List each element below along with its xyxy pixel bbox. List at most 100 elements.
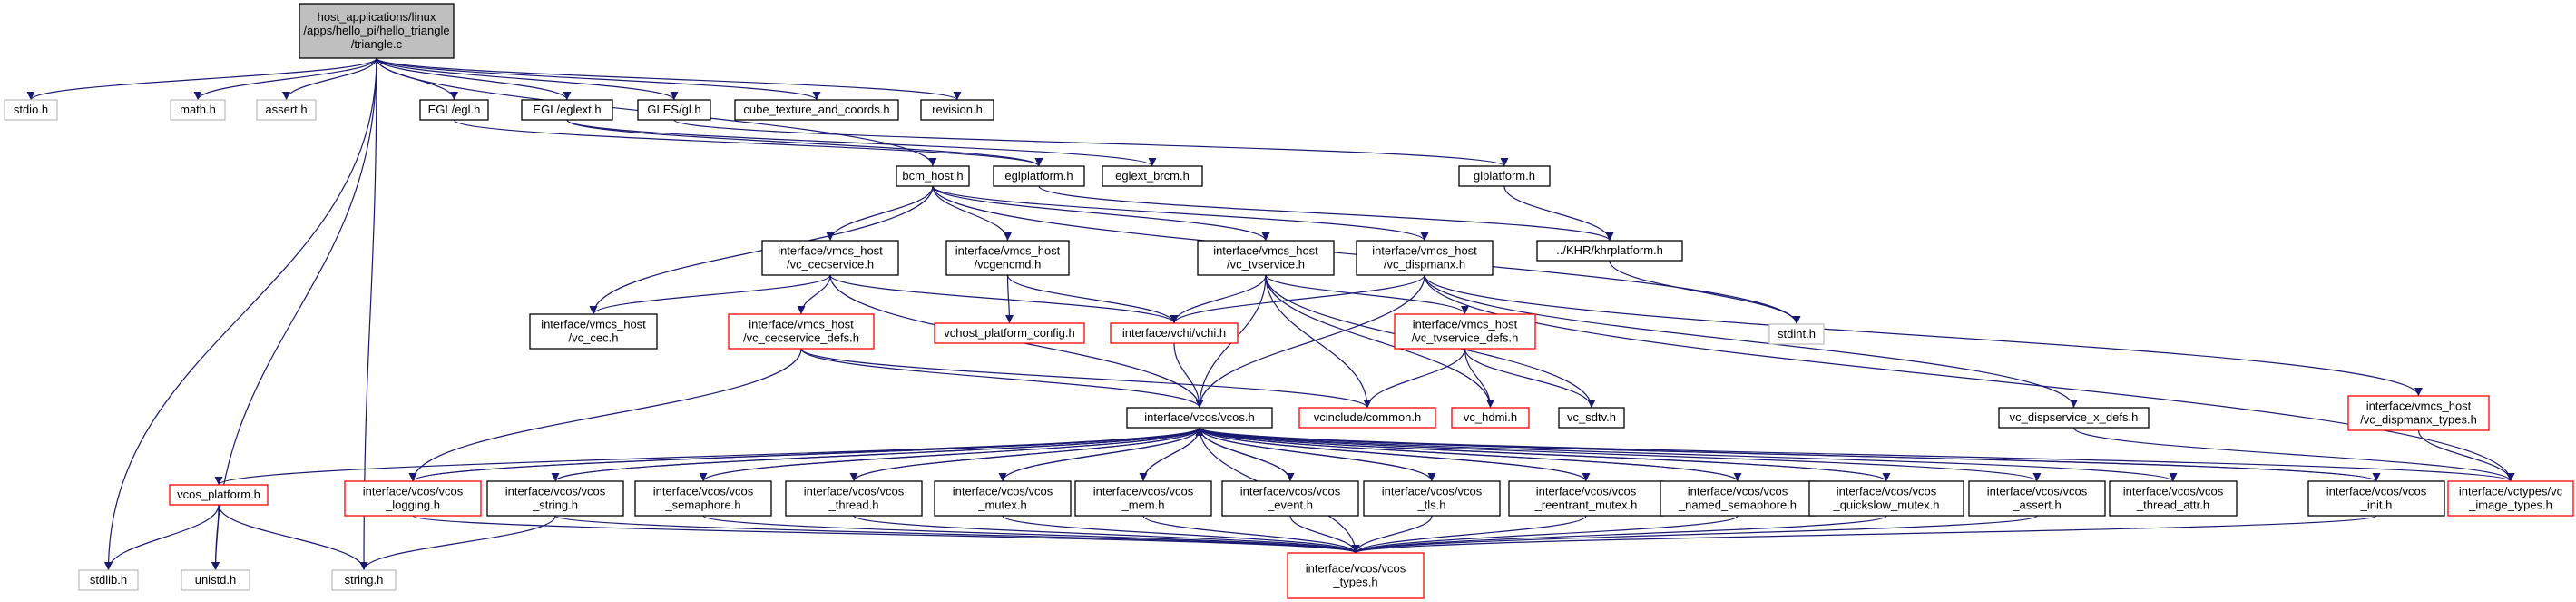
node-assert: assert.h xyxy=(256,99,317,121)
edge-vcos-to-vassert xyxy=(1199,427,2042,482)
node-box-qsmutex xyxy=(1808,480,1964,517)
node-label-eglplatform-line-0: eglplatform.h xyxy=(1004,169,1073,183)
node-init[interactable]: interface/vcos/vcos_init.h xyxy=(2307,480,2445,517)
node-label-thread-line-1: _thread.h xyxy=(828,498,879,512)
node-khr[interactable]: ../KHR/khrplatform.h xyxy=(1536,240,1683,262)
node-label-assert-line-0: assert.h xyxy=(265,103,307,116)
edge-tvservice-to-hdmi xyxy=(1265,274,1494,409)
node-stdio: stdio.h xyxy=(4,99,58,121)
node-label-bcm-line-0: bcm_host.h xyxy=(902,169,963,183)
node-tvdefs[interactable]: interface/vmcs_host/vc_tvservice_defs.h xyxy=(1394,313,1536,350)
node-box-tvdefs xyxy=(1394,313,1536,350)
node-vcgencmd[interactable]: interface/vmcs_host/vcgencmd.h xyxy=(945,240,1070,276)
node-mem[interactable]: interface/vcos/vcos_mem.h xyxy=(1074,480,1212,517)
edge-bcm-to-dispmanx xyxy=(932,185,1429,242)
node-label-imagetypes-line-0: interface/vctypes/vc xyxy=(2459,485,2563,498)
node-label-vcgencmd-line-1: /vcgencmd.h xyxy=(975,258,1042,271)
node-vchi[interactable]: interface/vchi/vchi.h xyxy=(1110,322,1239,344)
node-box-revision xyxy=(920,99,994,121)
node-label-khr-line-0: ../KHR/khrplatform.h xyxy=(1556,243,1663,257)
node-box-khr xyxy=(1536,240,1683,262)
edge-tvservice-to-common xyxy=(1265,274,1372,409)
edge-egl-to-eglplatform xyxy=(453,119,1043,167)
edge-vcosplatform-to-unistd xyxy=(211,504,220,571)
node-box-semaphore xyxy=(634,480,772,517)
node-cube[interactable]: cube_texture_and_coords.h xyxy=(734,99,899,121)
node-bcm[interactable]: bcm_host.h xyxy=(896,165,970,187)
node-label-vstring-line-0: interface/vcos/vcos xyxy=(505,485,606,498)
node-types[interactable]: interface/vcos/vcos_types.h xyxy=(1287,552,1425,599)
node-label-init-line-1: _init.h xyxy=(2360,498,2393,512)
node-label-root-line-2: /triangle.c xyxy=(351,37,403,51)
node-namedsem[interactable]: interface/vcos/vcos_named_semaphore.h xyxy=(1660,480,1816,517)
edge-bcm-to-vcgencmd xyxy=(932,185,1012,242)
node-box-tls xyxy=(1363,480,1501,517)
edge-semaphore-to-vcos xyxy=(702,427,1204,482)
edge-dispmanx-to-dispxdefs xyxy=(1424,274,2078,409)
node-vassert[interactable]: interface/vcos/vcos_assert.h xyxy=(1968,480,2106,517)
edge-tvdefs-to-sdtv xyxy=(1464,348,1596,409)
node-box-thread xyxy=(785,480,923,517)
node-box-vchi xyxy=(1110,322,1239,344)
node-root[interactable]: host_applications/linux/apps/hello_pi/he… xyxy=(299,3,455,59)
node-label-dispmanx-line-1: /vc_dispmanx.h xyxy=(1384,258,1465,271)
node-event[interactable]: interface/vcos/vcos_event.h xyxy=(1221,480,1359,517)
node-qsmutex[interactable]: interface/vcos/vcos_quickslow_mutex.h xyxy=(1808,480,1964,517)
node-common[interactable]: vcinclude/common.h xyxy=(1298,407,1436,429)
edge-tvservice-to-tvdefs xyxy=(1265,274,1469,315)
node-cecservice[interactable]: interface/vmcs_host/vc_cecservice.h xyxy=(761,240,899,276)
node-label-vassert-line-0: interface/vcos/vcos xyxy=(1987,485,2088,498)
node-cecdefs[interactable]: interface/vmcs_host/vc_cecservice_defs.h xyxy=(728,313,875,350)
edge-namedsem-to-vcos xyxy=(1195,427,1739,482)
edge-cecdefs-to-common xyxy=(800,348,1372,409)
node-mutex[interactable]: interface/vcos/vcos_mutex.h xyxy=(934,480,1072,517)
node-revision[interactable]: revision.h xyxy=(920,99,994,121)
node-dispmanx[interactable]: interface/vmcs_host/vc_dispmanx.h xyxy=(1356,240,1494,276)
edge-root-to-eglext xyxy=(376,57,572,101)
node-vccec[interactable]: interface/vmcs_host/vc_cec.h xyxy=(529,313,658,350)
node-sdtv[interactable]: vc_sdtv.h xyxy=(1558,407,1625,429)
node-box-init xyxy=(2307,480,2445,517)
node-label-eglext-line-0: EGL/eglext.h xyxy=(533,103,601,116)
node-eglextbrcm[interactable]: eglext_brcm.h xyxy=(1102,165,1203,187)
node-label-logging-line-1: _logging.h xyxy=(385,498,440,512)
edge-root-to-assert xyxy=(282,57,377,101)
node-eglplatform[interactable]: eglplatform.h xyxy=(993,165,1085,187)
edge-cecservice-to-vchi xyxy=(829,274,1179,324)
node-egl[interactable]: EGL/egl.h xyxy=(419,99,489,121)
node-glplatform[interactable]: glplatform.h xyxy=(1458,165,1551,187)
node-dispxdefs[interactable]: vc_dispservice_x_defs.h xyxy=(1998,407,2150,429)
node-rmutex[interactable]: interface/vcos/vcos_reentrant_mutex.h xyxy=(1508,480,1664,517)
edge-vstring-to-string xyxy=(359,515,556,571)
edge-glesgl-to-glplatform xyxy=(673,119,1509,167)
node-hdmi[interactable]: vc_hdmi.h xyxy=(1451,407,1530,429)
node-threadattr[interactable]: interface/vcos/vcos_thread_attr.h xyxy=(2109,480,2238,517)
node-logging[interactable]: interface/vcos/vcos_logging.h xyxy=(344,480,482,517)
node-tvservice[interactable]: interface/vmcs_host/vc_tvservice.h xyxy=(1197,240,1335,276)
node-box-vchostcfg xyxy=(934,322,1085,344)
node-label-dispmanxtypes-line-1: /vc_dispmanx_types.h xyxy=(2360,413,2477,427)
node-tls[interactable]: interface/vcos/vcos_tls.h xyxy=(1363,480,1501,517)
node-vcosplatform[interactable]: vcos_platform.h xyxy=(169,484,269,506)
node-box-sdtv xyxy=(1558,407,1625,429)
node-label-vchostcfg-line-0: vchost_platform_config.h xyxy=(944,326,1075,340)
node-label-event-line-0: interface/vcos/vcos xyxy=(1240,485,1341,498)
node-vstring[interactable]: interface/vcos/vcos_string.h xyxy=(486,480,624,517)
edge-mutex-to-types xyxy=(1002,515,1360,554)
node-label-cecservice-line-1: /vc_cecservice.h xyxy=(787,258,874,271)
node-eglext[interactable]: EGL/eglext.h xyxy=(521,99,613,121)
node-vcos[interactable]: interface/vcos/vcos.h xyxy=(1126,407,1273,429)
node-box-common xyxy=(1298,407,1436,429)
node-box-root xyxy=(299,3,455,59)
node-dispmanxtypes[interactable]: interface/vmcs_host/vc_dispmanx_types.h xyxy=(2347,395,2490,431)
node-label-cube-line-0: cube_texture_and_coords.h xyxy=(743,103,889,116)
node-semaphore[interactable]: interface/vcos/vcos_semaphore.h xyxy=(634,480,772,517)
edge-tvservice-to-vchi xyxy=(1170,274,1267,324)
node-vchostcfg[interactable]: vchost_platform_config.h xyxy=(934,322,1085,344)
node-label-dispmanx-line-0: interface/vmcs_host xyxy=(1372,244,1477,258)
node-label-tvservice-line-1: /vc_tvservice.h xyxy=(1227,258,1305,271)
node-glesgl[interactable]: GLES/gl.h xyxy=(637,99,711,121)
node-imagetypes[interactable]: interface/vctypes/vc_image_types.h xyxy=(2447,480,2574,517)
node-thread[interactable]: interface/vcos/vcos_thread.h xyxy=(785,480,923,517)
node-label-mem-line-0: interface/vcos/vcos xyxy=(1093,485,1194,498)
